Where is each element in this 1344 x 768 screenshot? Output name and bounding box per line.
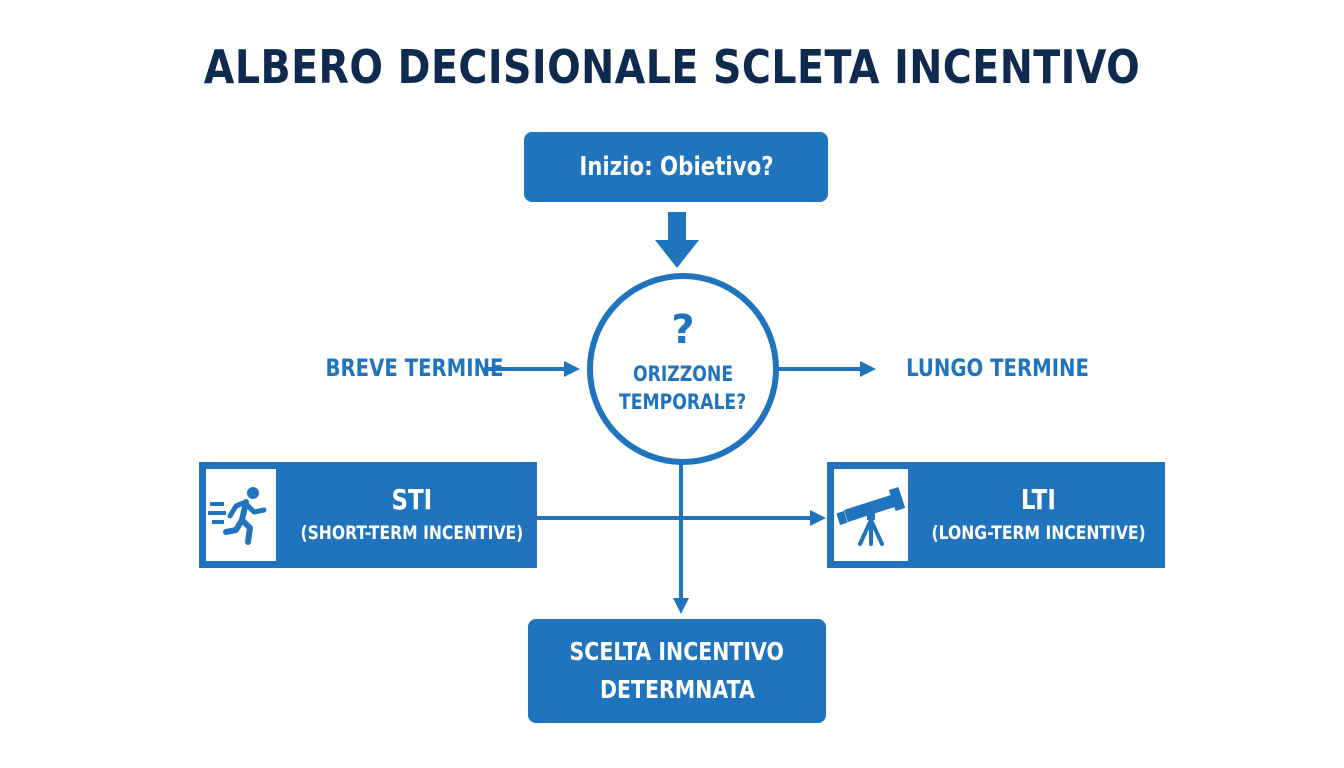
decision-to-result-arrow (673, 459, 689, 614)
result-node: SCELTA INCENTIVO DETERMNATA (528, 619, 826, 723)
diagram-title: ALBERO DECISIONALE SCLETA INCENTIVO (203, 40, 1141, 94)
decision-line-2: TEMPORALE? (619, 390, 747, 414)
branch-label-long: LUNGO TERMINE (886, 354, 1089, 382)
decision-text: ORIZZONE TEMPORALE? (605, 360, 760, 416)
sti-text: STI (SHORT-TERM INCENTIVE) (276, 482, 548, 548)
branch-label-short-text: BREVE TERMINE (325, 354, 504, 382)
decision-node: ? ORIZZONE TEMPORALE? (587, 273, 779, 465)
branch-label-long-text: LUNGO TERMINE (906, 354, 1089, 382)
lti-node: LTI (LONG-TERM INCENTIVE) (827, 462, 1165, 568)
running-person-icon (206, 469, 276, 561)
lti-full-name: (LONG-TERM INCENTIVE) (931, 522, 1146, 544)
left-branch-arrow (484, 361, 580, 377)
lti-text: LTI (LONG-TERM INCENTIVE) (908, 482, 1169, 548)
result-line-2: DETERMNATA (599, 675, 755, 704)
start-to-decision-arrow (655, 212, 699, 268)
sti-node: STI (SHORT-TERM INCENTIVE) (199, 462, 537, 568)
sti-to-lti-arrow (537, 510, 826, 526)
decision-line-1: ORIZZONE (632, 362, 734, 386)
question-mark-icon: ? (671, 307, 695, 353)
result-line-1: SCELTA INCENTIVO (569, 637, 785, 666)
lti-code: LTI (1021, 483, 1057, 516)
right-branch-arrow (778, 361, 876, 377)
branch-label-short: BREVE TERMINE (306, 354, 504, 382)
sti-full-name: (SHORT-TERM INCENTIVE) (300, 522, 524, 544)
start-node-label: Inizio: Obietivo? (578, 152, 774, 182)
sti-code: STI (391, 483, 433, 516)
telescope-icon (834, 469, 908, 561)
start-node: Inizio: Obietivo? (524, 132, 828, 202)
